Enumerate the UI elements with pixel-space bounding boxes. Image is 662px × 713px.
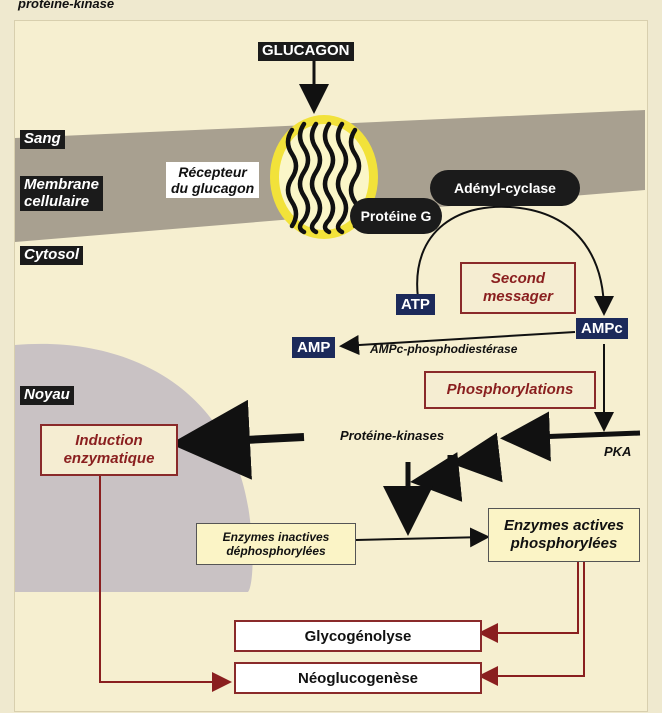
- induction-box: Induction enzymatique: [40, 424, 178, 476]
- adenyl-cyclase-pill: Adényl-cyclase: [430, 170, 580, 206]
- neoglucogenese-box: Néoglucogenèse: [234, 662, 482, 694]
- ampc-label: AMPc: [576, 318, 628, 339]
- arrow-atp-ampc: [416, 205, 614, 316]
- arrow-actives-neoglucogenese: [478, 558, 585, 686]
- enzymes-inactives-box: Enzymes inactives déphosphorylées: [196, 523, 356, 565]
- arrow-ampc-amp: [339, 331, 576, 356]
- enzymes-actives-box: Enzymes actives phosphorylées: [488, 508, 640, 562]
- cytosol-label: Cytosol: [20, 246, 84, 265]
- phosphodiesterase-label: AMPc-phosphodiestérase: [370, 342, 518, 356]
- glycogenolyse-box: Glycogénolyse: [234, 620, 482, 652]
- sang-label: Sang: [20, 130, 65, 149]
- recepteur-label: Récepteur du glucagon: [166, 162, 260, 199]
- arrow-actives-glycogenolyse: [478, 558, 579, 643]
- proteine-kinases-label: Protéine-kinases: [340, 428, 445, 443]
- pka-label: PKA: [604, 444, 632, 459]
- second-messager-box: Second messager: [460, 262, 576, 314]
- atp-label: ATP: [396, 294, 435, 315]
- amp-label: AMP: [292, 337, 336, 358]
- arrow-pka-cascade: [500, 411, 641, 462]
- membrane-label: Membrane cellulaire: [20, 176, 104, 211]
- noyau-label: Noyau: [20, 386, 74, 405]
- arrow-inactive-active: [355, 527, 490, 548]
- receptor-helices: [285, 121, 362, 235]
- arrow-induction-neoglucogenese: [99, 474, 232, 692]
- proteine-g-pill: Protéine G: [350, 198, 442, 234]
- glucagon-label: GLUCAGON: [258, 42, 354, 61]
- arrow-kinases-induction: [170, 399, 305, 480]
- caption: protéine-kinase: [18, 0, 115, 11]
- phosphorylations-box: Phosphorylations: [424, 371, 596, 409]
